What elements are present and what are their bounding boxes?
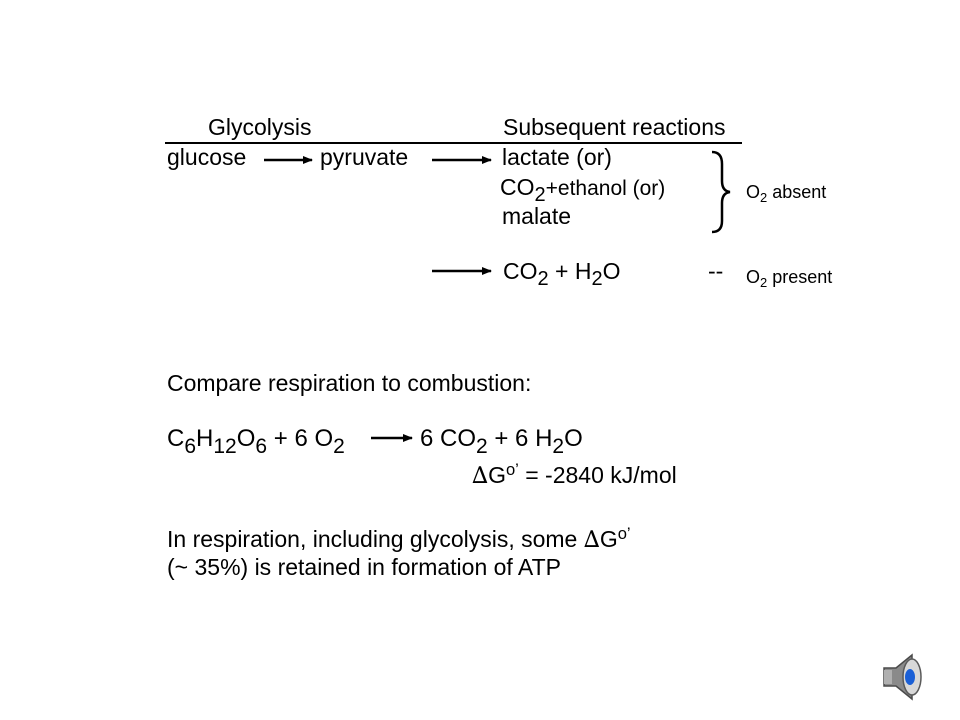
delta-g-letter: G [488, 462, 506, 488]
o2-present-label: O2 present [746, 267, 833, 289]
conclusion-sup: o’ [617, 523, 631, 543]
co2-h2o-co-sub: 2 [537, 268, 549, 291]
compare-heading: Compare respiration to combustion: [167, 370, 532, 396]
conclusion-delta: ∆ [583, 527, 600, 553]
conclusion-line-1: In respiration, including glycolysis, so… [167, 525, 631, 553]
co2-h2o-label: CO2 + H2O [503, 258, 621, 290]
eq-h-sub: 12 [213, 434, 237, 458]
eq-plus-o2: + 6 O [267, 425, 334, 452]
eq-prod-co2-sub: 2 [476, 434, 488, 458]
header-rule [165, 142, 742, 144]
eq-o-sub: 6 [255, 434, 268, 458]
co2-ethanol-co: CO [500, 174, 535, 200]
right-brace [711, 150, 731, 234]
glycolysis-header: Glycolysis [208, 114, 312, 140]
combustion-equation-reactants: C6H12O6 + 6 O2 [167, 425, 345, 457]
o2-absent-sub: 2 [760, 190, 768, 206]
co2-h2o-h-sub: 2 [591, 268, 603, 291]
eq-prod-h2o: + 6 H [487, 425, 553, 452]
o2-absent-text: absent [767, 182, 827, 202]
dashes: -- [708, 258, 724, 284]
co2-h2o-co: CO [503, 258, 538, 284]
co2-h2o-plus-h: + H [548, 258, 592, 284]
pyruvate-label: pyruvate [320, 144, 409, 170]
delta-g-number: = -2840 kJ/mol [518, 462, 677, 488]
combustion-equation-products: 6 CO2 + 6 H2O [420, 425, 583, 457]
conclusion-line-2: (~ 35%) is retained in formation of ATP [167, 554, 561, 580]
co2-ethanol-sub: 2 [534, 184, 546, 207]
co2-h2o-o: O [602, 258, 621, 284]
eq-o: O [236, 425, 256, 452]
malate-label: malate [502, 203, 572, 229]
eq-prod-h2o-sub: 2 [552, 434, 565, 458]
co2-ethanol-rest: +ethanol (or) [545, 177, 666, 200]
o2-present-text: present [767, 267, 833, 287]
eq-c-sub: 6 [184, 434, 197, 458]
delta-symbol: ∆ [472, 463, 489, 489]
eq-prod-o: O [564, 425, 583, 452]
o2-absent-o: O [746, 182, 761, 202]
eq-h: H [196, 425, 214, 452]
delta-g-sup: o’ [505, 459, 519, 479]
co2-ethanol-label: CO2+ethanol (or) [500, 174, 666, 206]
eq-prod-co2: 6 CO [420, 425, 477, 452]
o2-present-o: O [746, 267, 761, 287]
o2-absent-label: O2 absent [746, 182, 827, 204]
o2-present-sub: 2 [760, 275, 768, 291]
eq-o2-sub: 2 [333, 434, 345, 458]
lactate-label: lactate (or) [502, 144, 612, 170]
conclusion-g: G [599, 526, 618, 552]
eq-c: C [167, 425, 185, 452]
conclusion-text-1: In respiration, including glycolysis, so… [167, 526, 584, 552]
glucose-label: glucose [167, 144, 247, 170]
subsequent-reactions-header: Subsequent reactions [503, 114, 726, 140]
speaker-icon[interactable] [883, 653, 922, 701]
delta-g-value: ∆Go’ = -2840 kJ/mol [472, 461, 677, 489]
